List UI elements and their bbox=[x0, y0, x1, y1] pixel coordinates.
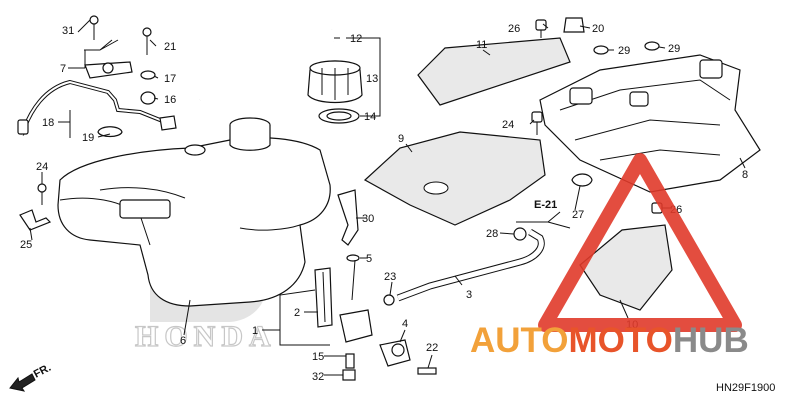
warning-triangle bbox=[538, 153, 742, 332]
callout-20: 20 bbox=[592, 23, 604, 35]
fuel-hose bbox=[396, 227, 545, 302]
logo-text-auto: AUTO bbox=[470, 321, 569, 360]
callout-16: 16 bbox=[164, 94, 176, 106]
callout-2: 2 bbox=[294, 307, 300, 319]
callout-8: 8 bbox=[742, 169, 748, 181]
fuel-tank bbox=[57, 117, 331, 307]
callout-12: 12 bbox=[350, 33, 362, 45]
floor-mats bbox=[363, 37, 673, 311]
breather-assembly bbox=[17, 15, 177, 138]
logo-text-moto: MOTO bbox=[569, 321, 673, 360]
callout-17: 17 bbox=[164, 73, 176, 85]
callout-31: 31 bbox=[62, 25, 74, 37]
section-ref: E-21 bbox=[534, 199, 557, 211]
rear-frame bbox=[539, 54, 761, 193]
logo-text: AUTOMOTOHUB bbox=[470, 321, 749, 360]
callout-5: 5 bbox=[366, 253, 372, 265]
fuel-valve-assembly bbox=[314, 189, 437, 381]
callout-labels: 31 7 21 17 16 18 19 24 25 6 12 13 14 11 … bbox=[20, 23, 748, 383]
callout-25: 25 bbox=[20, 239, 32, 251]
callout-1: 1 bbox=[252, 325, 258, 337]
callout-11: 11 bbox=[476, 39, 487, 51]
callout-15: 15 bbox=[312, 351, 324, 363]
diagram-code: HN29F1900 bbox=[716, 382, 775, 394]
front-direction-arrow: FR. bbox=[9, 362, 53, 392]
honda-watermark-text: HONDA bbox=[135, 320, 277, 353]
callout-28: 28 bbox=[486, 228, 498, 240]
callout-7: 7 bbox=[60, 63, 66, 75]
grommets-and-bolts bbox=[531, 17, 663, 214]
automotohub-logo: AUTOMOTOHUB bbox=[470, 153, 749, 360]
callout-13: 13 bbox=[366, 73, 378, 85]
logo-text-hub: HUB bbox=[673, 321, 749, 360]
callout-3: 3 bbox=[466, 289, 472, 301]
callout-24-mid: 24 bbox=[502, 119, 514, 131]
callout-21: 21 bbox=[164, 41, 176, 53]
callout-18: 18 bbox=[42, 117, 54, 129]
callout-32: 32 bbox=[312, 371, 324, 383]
callout-26-top: 26 bbox=[508, 23, 520, 35]
callout-9: 9 bbox=[398, 133, 404, 145]
direction-label: FR. bbox=[32, 362, 53, 381]
left-bracket bbox=[19, 183, 52, 231]
callout-19: 19 bbox=[82, 132, 94, 144]
callout-29-b: 29 bbox=[668, 43, 680, 55]
fuel-cap-assembly bbox=[199, 29, 363, 124]
callout-6: 6 bbox=[180, 335, 186, 347]
callout-14: 14 bbox=[364, 111, 376, 123]
callout-29-a: 29 bbox=[618, 45, 630, 57]
callout-4: 4 bbox=[402, 318, 408, 330]
callout-30: 30 bbox=[362, 213, 374, 225]
callout-27: 27 bbox=[572, 209, 584, 221]
callout-24-left: 24 bbox=[36, 161, 48, 173]
callout-22: 22 bbox=[426, 342, 438, 354]
callout-23: 23 bbox=[384, 271, 396, 283]
